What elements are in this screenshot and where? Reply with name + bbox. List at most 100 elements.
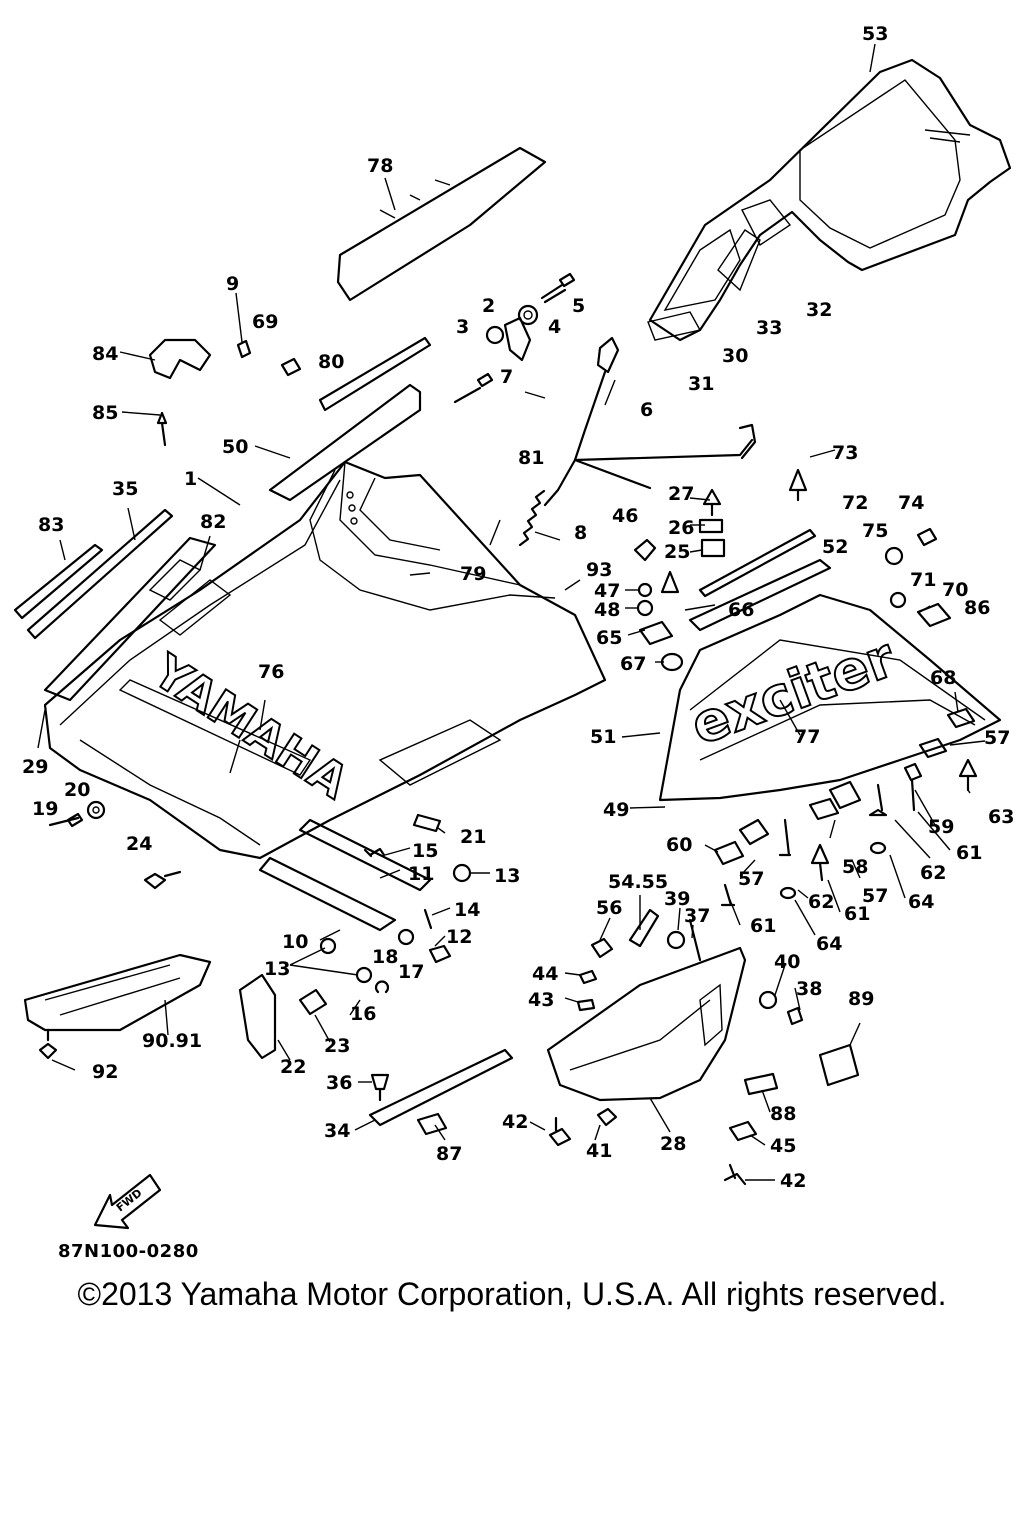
callout-72: 72	[842, 492, 868, 514]
part-callouts: 53 78 9 69 80 2 5 3 4 32 33 30 31 84 7 6…	[22, 23, 1014, 1192]
callout-10: 10	[282, 931, 308, 953]
front-lower-parts	[48, 800, 472, 1060]
callout-33: 33	[756, 317, 782, 339]
callout-73: 73	[832, 442, 858, 464]
callout-22: 22	[280, 1056, 306, 1078]
callout-25: 25	[664, 541, 690, 563]
callout-46: 46	[612, 505, 638, 527]
runner-parts	[368, 1048, 514, 1136]
callout-53: 53	[862, 23, 888, 45]
callout-77: 77	[794, 726, 820, 748]
callout-26: 26	[668, 517, 694, 539]
callout-84: 84	[92, 343, 118, 365]
callout-76: 76	[258, 661, 284, 683]
callout-45: 45	[770, 1135, 796, 1157]
callout-87: 87	[436, 1143, 462, 1165]
callout-70: 70	[942, 579, 968, 601]
windshield	[647, 58, 1012, 342]
callout-32: 32	[806, 299, 832, 321]
callout-66: 66	[728, 599, 754, 621]
callout-14: 14	[454, 899, 480, 921]
callout-62a: 62	[920, 862, 946, 884]
callout-36: 36	[326, 1072, 352, 1094]
callout-17: 17	[398, 961, 424, 983]
callout-38: 38	[796, 978, 822, 1000]
callout-2: 2	[482, 295, 495, 317]
callout-49: 49	[603, 799, 629, 821]
callout-15: 15	[412, 840, 438, 862]
callout-16: 16	[350, 1003, 376, 1025]
diagram-code: 87N100-0280	[58, 1241, 199, 1262]
callout-42b: 42	[780, 1170, 806, 1192]
callout-40: 40	[774, 951, 800, 973]
callout-82: 82	[200, 511, 226, 533]
cable-assembly	[518, 336, 757, 547]
callout-86: 86	[964, 597, 990, 619]
callout-48: 48	[594, 599, 620, 621]
bracket-assembly	[453, 272, 576, 404]
callout-18: 18	[372, 946, 398, 968]
callout-30: 30	[722, 345, 748, 367]
callout-61a: 61	[956, 842, 982, 864]
callout-5: 5	[572, 295, 585, 317]
callout-28: 28	[660, 1133, 686, 1155]
callout-90-91: 90.91	[142, 1030, 202, 1052]
callout-23: 23	[324, 1035, 350, 1057]
callout-75: 75	[862, 520, 888, 542]
callout-58: 58	[842, 856, 868, 878]
callout-1: 1	[184, 468, 197, 490]
callout-57a: 57	[984, 727, 1010, 749]
callout-21: 21	[460, 826, 486, 848]
copyright-notice: ©2013 Yamaha Motor Corporation, U.S.A. A…	[77, 1276, 947, 1312]
callout-24: 24	[126, 833, 152, 855]
callout-56: 56	[596, 897, 622, 919]
callout-29: 29	[22, 756, 48, 778]
lower-side-panel	[546, 908, 860, 1186]
callout-12: 12	[446, 926, 472, 948]
callout-64a: 64	[908, 891, 934, 913]
callout-62b: 62	[808, 891, 834, 913]
callout-88: 88	[770, 1103, 796, 1125]
callout-69: 69	[252, 311, 278, 333]
callout-8: 8	[574, 522, 587, 544]
lower-tray	[23, 953, 212, 1060]
callout-51: 51	[590, 726, 616, 748]
callout-34: 34	[324, 1120, 350, 1142]
callout-60: 60	[666, 834, 692, 856]
callout-3: 3	[456, 316, 469, 338]
callout-27: 27	[668, 483, 694, 505]
callout-80: 80	[318, 351, 344, 373]
hood: YAMAHA	[43, 460, 607, 860]
callout-63: 63	[988, 806, 1014, 828]
callout-13a: 13	[494, 865, 520, 887]
callout-52: 52	[822, 536, 848, 558]
callout-7: 7	[500, 366, 513, 388]
callout-13b: 13	[264, 958, 290, 980]
callout-37: 37	[684, 905, 710, 927]
callout-79: 79	[460, 563, 486, 585]
fwd-arrow: FWD	[93, 1173, 162, 1230]
leader-lines	[37, 43, 986, 1181]
callout-39: 39	[664, 888, 690, 910]
callout-31: 31	[688, 373, 714, 395]
callout-61c: 61	[750, 915, 776, 937]
callout-67: 67	[620, 653, 646, 675]
callout-19: 19	[32, 798, 58, 820]
callout-61b: 61	[844, 903, 870, 925]
callout-6: 6	[640, 399, 653, 421]
callout-83: 83	[38, 514, 64, 536]
callout-57b: 57	[738, 868, 764, 890]
callout-89: 89	[848, 988, 874, 1010]
callout-81: 81	[518, 447, 544, 469]
callout-68: 68	[930, 667, 956, 689]
callout-64b: 64	[816, 933, 842, 955]
callout-85: 85	[92, 402, 118, 424]
callout-9: 9	[226, 273, 239, 295]
callout-50: 50	[222, 436, 248, 458]
callout-43: 43	[528, 989, 554, 1011]
callout-42a: 42	[502, 1111, 528, 1133]
callout-71: 71	[910, 569, 936, 591]
callout-78: 78	[367, 155, 393, 177]
callout-54-55: 54.55	[608, 871, 668, 893]
